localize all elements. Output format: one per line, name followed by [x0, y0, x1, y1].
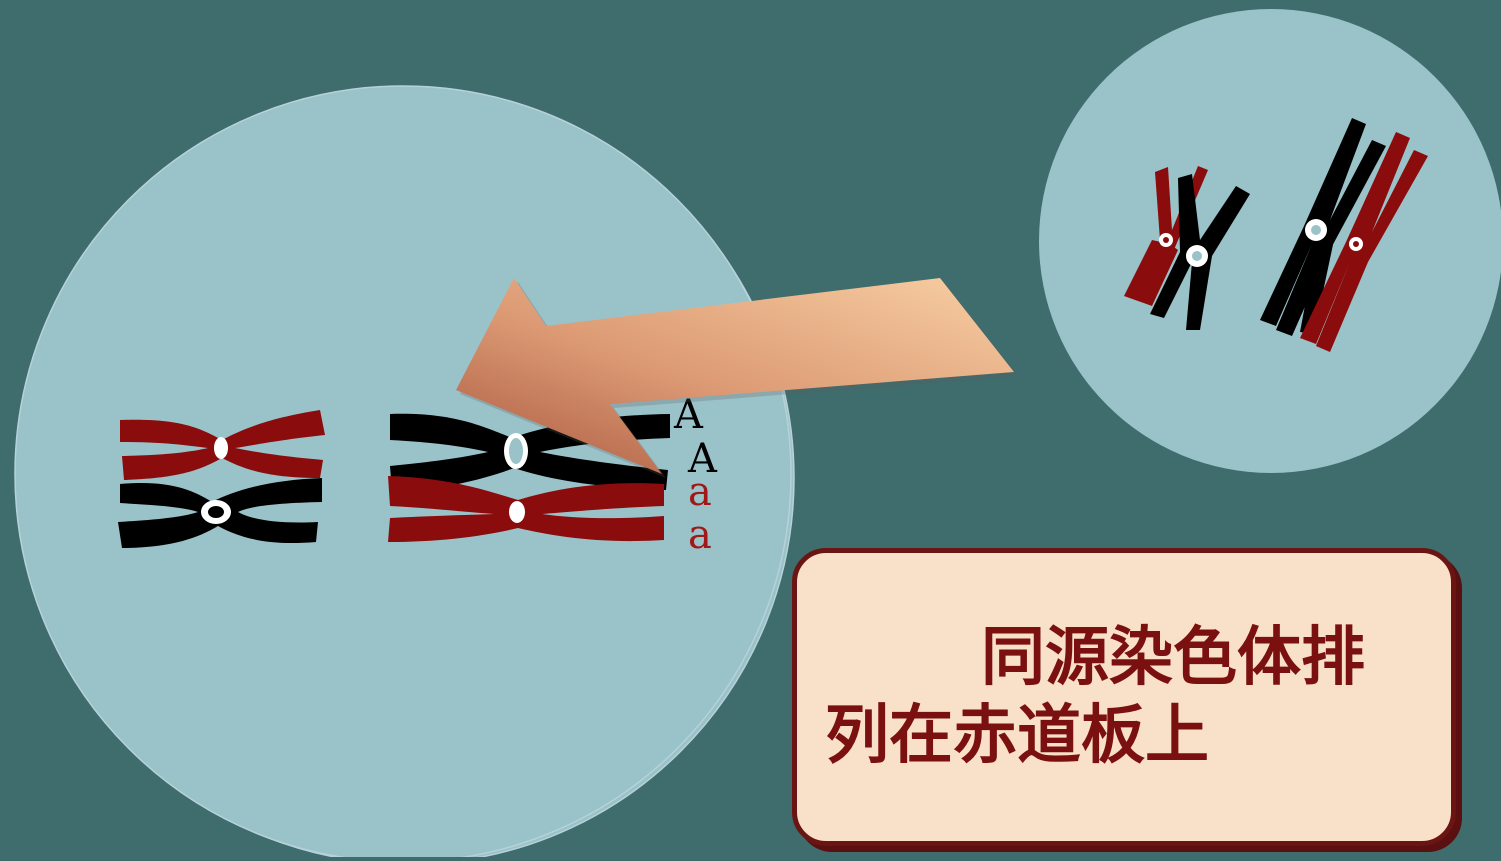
small-chromosome-black-2	[1260, 118, 1386, 336]
chromosome-black-left	[118, 478, 322, 548]
transition-arrow	[456, 278, 1018, 478]
small-pair-right	[1260, 118, 1428, 352]
chromosome-red-right	[388, 476, 664, 542]
gene-label-upper-2: A	[687, 436, 718, 482]
gene-label-lower-1: a	[688, 469, 712, 515]
centromere	[214, 437, 228, 459]
small-cell-body	[1039, 9, 1501, 473]
arrow-shape	[456, 278, 1014, 474]
gene-labels: A A a a	[673, 392, 718, 558]
caption-text: 同源染色体排列在赤道板上	[825, 621, 1365, 773]
chromosome-red-left	[120, 410, 325, 480]
small-chromosome-red-2	[1300, 132, 1428, 352]
caption-box: 同源染色体排列在赤道板上	[792, 548, 1456, 846]
small-chromosome-black-1	[1150, 174, 1250, 330]
homologous-pair-left	[118, 410, 325, 548]
small-pair-left	[1124, 166, 1250, 330]
gene-label-upper-1: A	[673, 392, 704, 438]
centromere	[509, 501, 525, 523]
gene-label-lower-2: a	[688, 512, 712, 558]
